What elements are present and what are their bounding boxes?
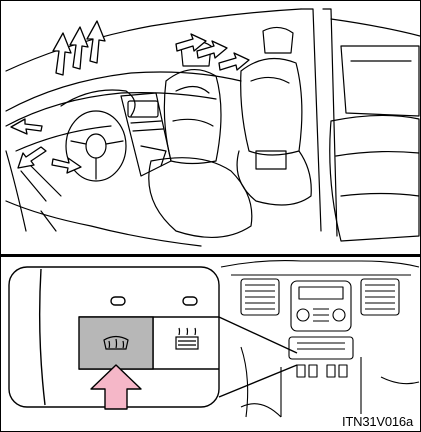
car-interior-drawing xyxy=(5,8,420,247)
indicator-slot xyxy=(182,296,198,306)
airflow-arrows xyxy=(10,20,250,174)
airflow-arrow-icon xyxy=(196,40,228,59)
press-arrow-icon xyxy=(90,364,142,410)
airflow-arrow-icon xyxy=(218,52,250,71)
rear-window-defogger-icon xyxy=(175,327,199,350)
airflow-arrow-icon xyxy=(86,20,106,64)
windshield-defroster-icon xyxy=(103,335,129,350)
airflow-arrow-icon xyxy=(52,32,72,76)
center-stack xyxy=(220,260,420,418)
airflow-arrow-icon xyxy=(69,26,89,70)
indicator-slot xyxy=(110,296,126,306)
panel-divider xyxy=(1,254,420,257)
figure-code: ITN31V016a xyxy=(340,414,415,429)
airflow-arrow-icon xyxy=(17,146,47,169)
airflow-arrow-icon xyxy=(175,33,207,52)
airflow-arrow-icon xyxy=(51,157,82,174)
car-interior-illustration xyxy=(1,1,420,254)
callout-drawing xyxy=(8,260,420,418)
button-callout-illustration: ITN31V016a xyxy=(1,257,420,431)
airflow-arrow-icon xyxy=(10,118,43,135)
